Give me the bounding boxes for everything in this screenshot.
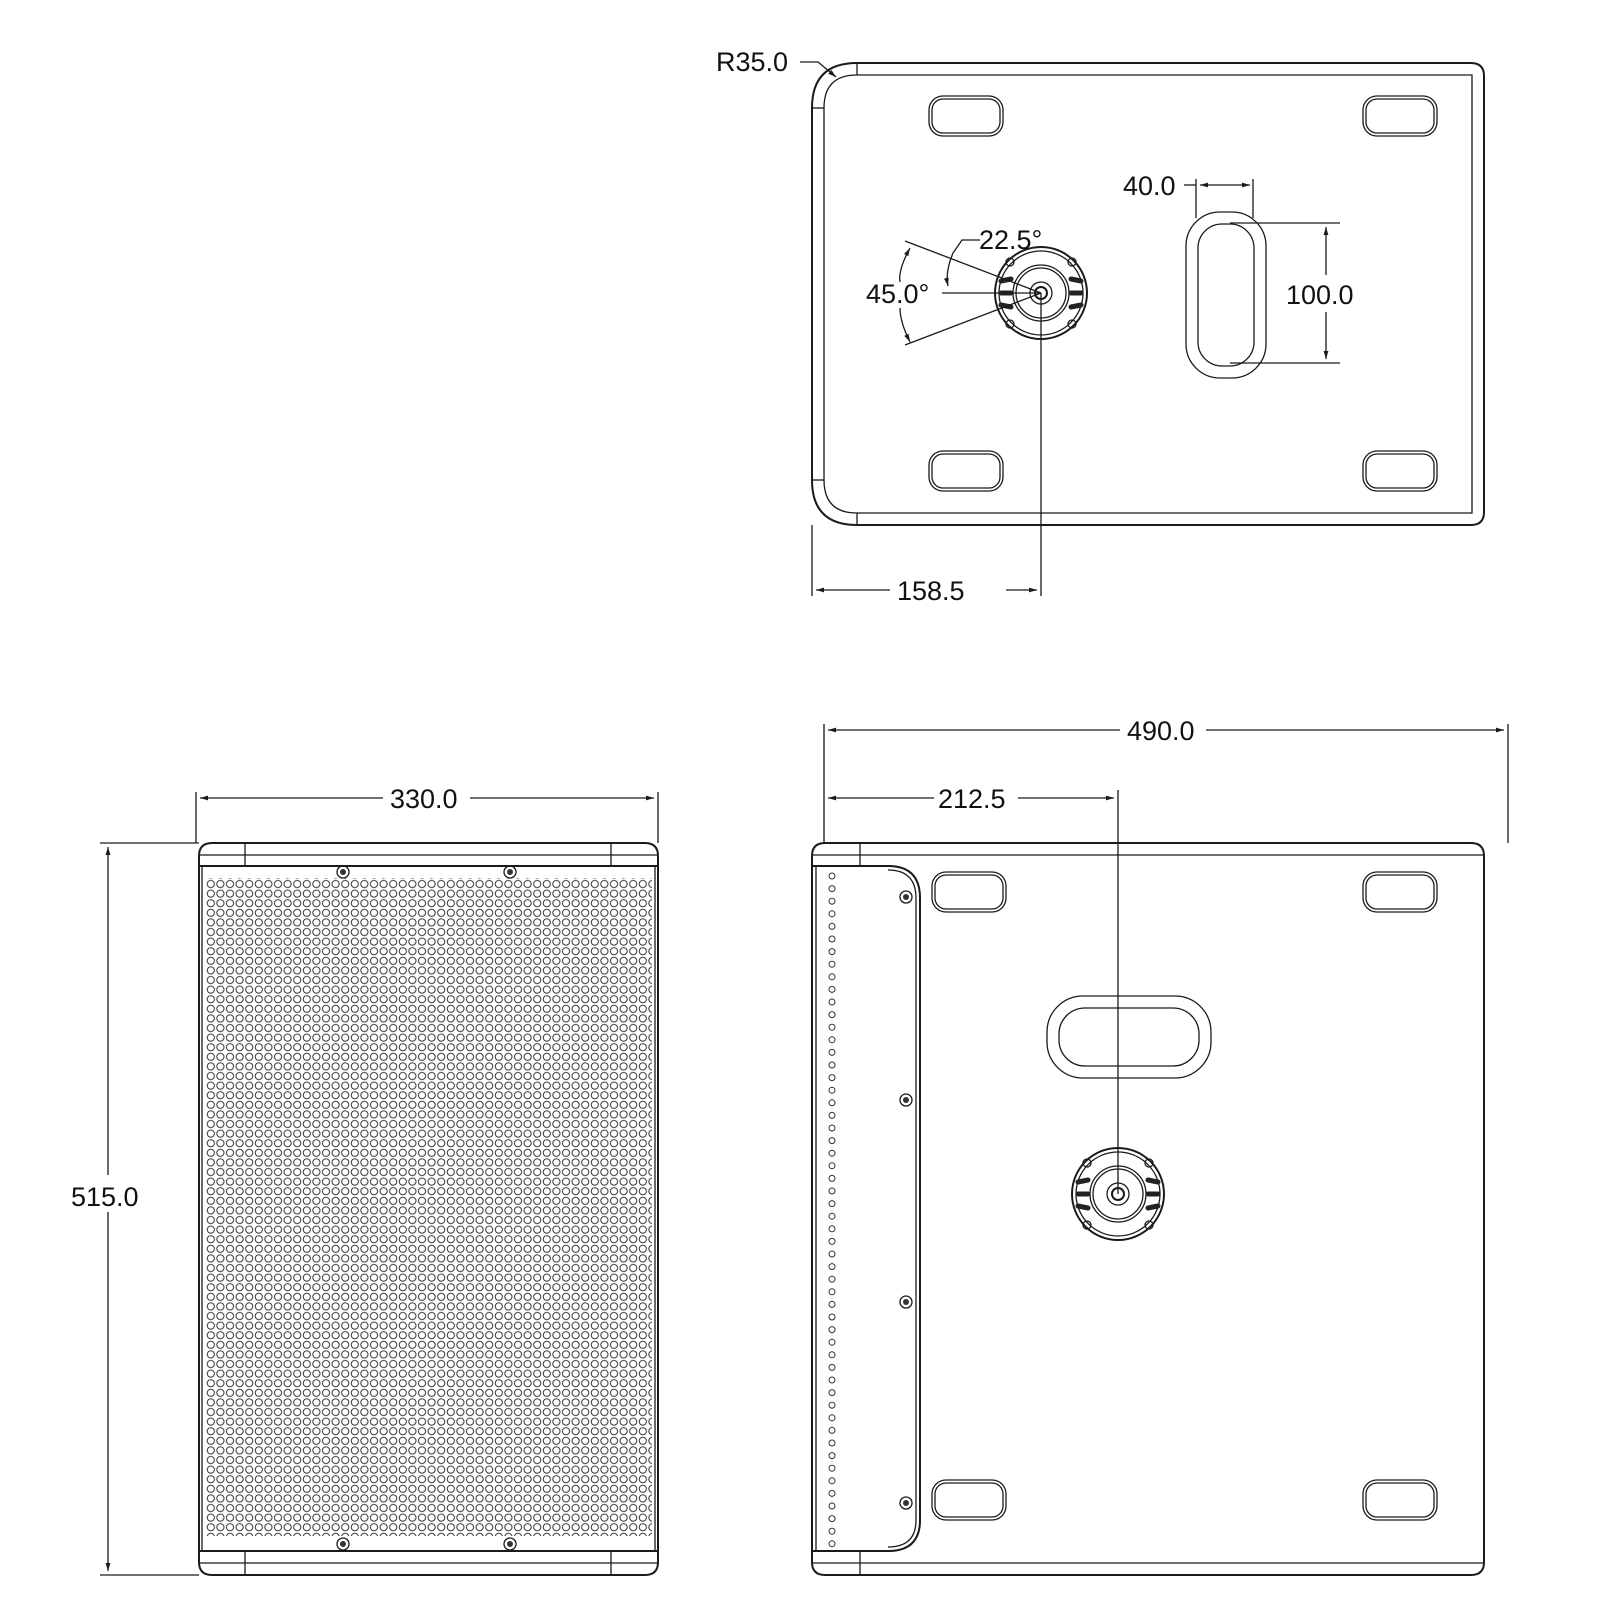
screw-icon: [899, 1093, 913, 1107]
handle-height-label: 100.0: [1286, 280, 1354, 310]
angle-inner-label: 22.5°: [979, 225, 1042, 255]
pole-offset-label-side: 212.5: [938, 784, 1006, 814]
front-width-label: 330.0: [390, 784, 458, 814]
screw-icon: [899, 1295, 913, 1309]
foot-icon: [928, 95, 1004, 137]
screw-icon: [503, 1537, 517, 1551]
pole-offset-label-top: 158.5: [897, 576, 965, 606]
front-view: 330.0 515.0: [71, 784, 659, 1576]
top-view: R35.0 40.0 100.0 22.5° 45.0° 158.5: [716, 47, 1485, 606]
foot-icon: [1362, 95, 1438, 137]
screw-icon: [336, 1537, 350, 1551]
speaker-grille: [206, 878, 652, 1536]
side-depth-label: 490.0: [1127, 716, 1195, 746]
foot-icon: [1362, 871, 1438, 913]
side-vent-holes: [828, 872, 836, 1548]
foot-icon: [931, 1479, 1007, 1521]
screw-icon: [503, 865, 517, 879]
corner-radius-label: R35.0: [716, 47, 788, 77]
handle-cutout: [1185, 211, 1267, 379]
foot-icon: [931, 871, 1007, 913]
front-height-label: 515.0: [71, 1182, 139, 1212]
foot-icon: [1362, 1479, 1438, 1521]
angle-outer-label: 45.0°: [866, 279, 929, 309]
screw-icon: [899, 1496, 913, 1510]
side-view: 490.0 212.5: [811, 716, 1509, 1576]
screw-icon: [899, 890, 913, 904]
foot-icon: [1362, 450, 1438, 492]
handle-cutout: [1046, 995, 1212, 1079]
foot-icon: [928, 450, 1004, 492]
handle-width-label: 40.0: [1123, 171, 1176, 201]
screw-icon: [336, 865, 350, 879]
